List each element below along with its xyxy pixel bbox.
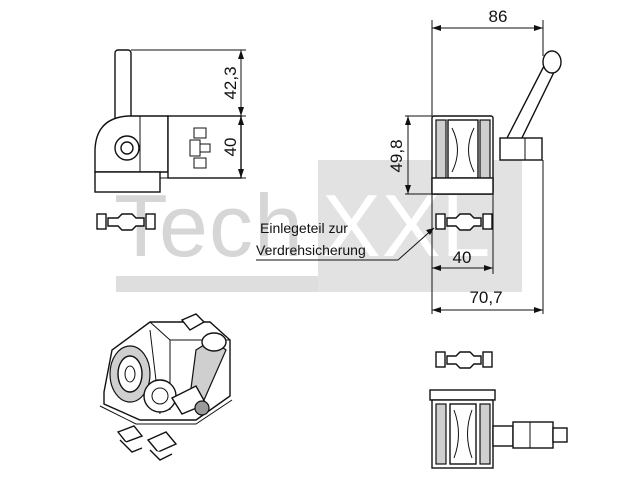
insert-mid-tab-right xyxy=(482,213,493,230)
annotation-line-2: Verdrehsicherung xyxy=(256,242,366,258)
dim-group-40: 40 xyxy=(431,194,494,314)
iso-pulley-inner xyxy=(117,355,143,393)
dim-profile-width: 40 xyxy=(453,248,472,267)
top-view-flange-right xyxy=(479,403,491,465)
iso-pulley-hub xyxy=(124,365,136,383)
front-pulley-curve xyxy=(451,127,475,173)
side-view-left: 42,3 40 xyxy=(94,49,246,193)
insert-bottom-tab-right xyxy=(482,351,493,368)
isometric-view xyxy=(99,313,233,461)
front-shaft xyxy=(499,137,543,161)
top-view-shaft-base xyxy=(492,425,514,447)
iso-nut xyxy=(143,379,177,413)
lever-knob xyxy=(542,50,562,74)
front-base xyxy=(431,177,494,195)
insert-mid-tab-left xyxy=(435,213,446,230)
profile-slot xyxy=(189,127,211,169)
base-plate xyxy=(94,171,161,193)
insert-piece-bottom xyxy=(435,351,493,369)
top-view-cap xyxy=(429,389,496,401)
annotation: Einlegeteil zur Verdrehsicherung xyxy=(256,220,435,261)
dim-group-707: 70,7 xyxy=(432,160,544,314)
iso-shaft-end xyxy=(194,400,210,416)
front-lever xyxy=(505,63,557,147)
top-view-pulley xyxy=(449,403,477,465)
insert-piece-left xyxy=(96,213,156,231)
top-view-pulley-curve xyxy=(453,409,473,459)
insert-mid-center xyxy=(446,213,482,231)
insert-piece-mid xyxy=(435,213,493,231)
insert-tab-right xyxy=(145,213,156,230)
annotation-leader xyxy=(397,227,435,261)
insert-bottom-center xyxy=(446,351,482,369)
front-view-right: 86 49,8 xyxy=(387,7,562,195)
dim-arrows-left xyxy=(238,50,244,178)
dim-top-width: 86 xyxy=(489,7,508,26)
iso-insert-pieces xyxy=(116,313,206,453)
top-view-shaft-end xyxy=(552,427,568,443)
dim-lever-height: 42,3 xyxy=(221,66,240,99)
top-view-flange-left xyxy=(435,403,447,465)
top-view-bottom xyxy=(429,389,568,469)
front-body-left-flange xyxy=(435,119,447,179)
insert-tab-left xyxy=(96,213,107,230)
insert-center xyxy=(107,213,145,231)
insert-bottom-tab-left xyxy=(435,351,446,368)
iso-base-line xyxy=(99,399,233,425)
top-view-shaft xyxy=(512,421,554,449)
clamp-nut-inner xyxy=(120,141,134,155)
dim-body-height: 49,8 xyxy=(387,139,406,172)
dim-arrows-498 xyxy=(405,116,411,194)
front-body-right-flange xyxy=(479,119,491,179)
dim-overall-depth: 70,7 xyxy=(469,288,502,307)
iso-lever-top xyxy=(201,332,227,352)
dim-profile-height-left: 40 xyxy=(221,138,240,157)
annotation-line-1: Einlegeteil zur xyxy=(260,220,348,236)
iso-nut-hole xyxy=(151,387,169,405)
iso-insert-detail xyxy=(119,439,173,461)
